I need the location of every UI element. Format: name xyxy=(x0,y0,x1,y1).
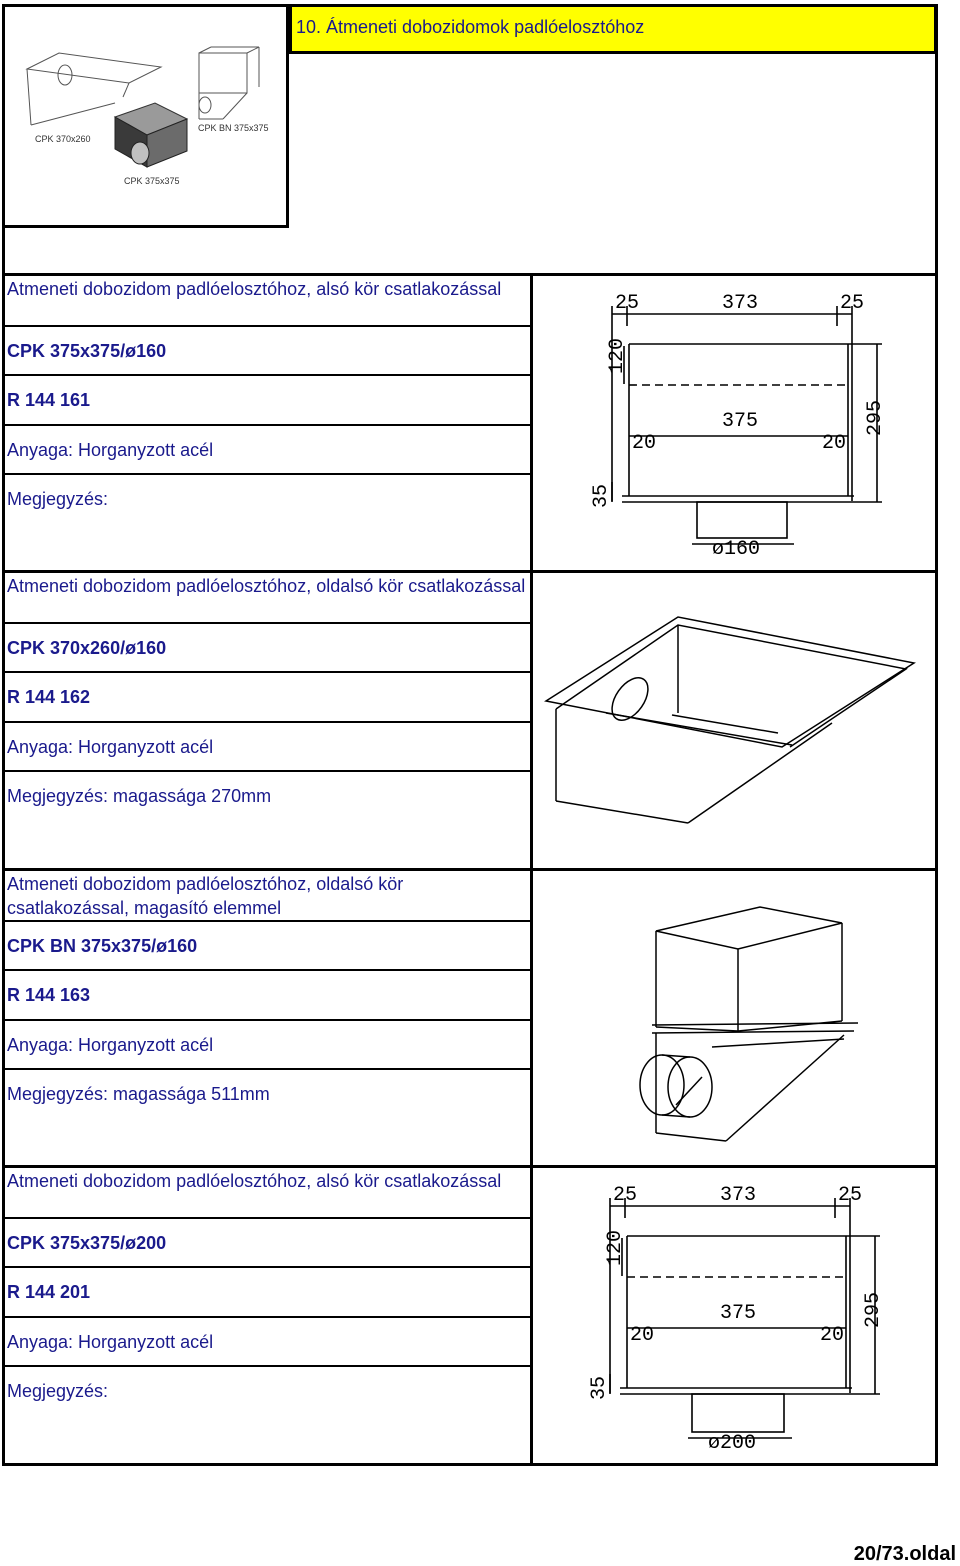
column-divider xyxy=(530,871,533,1165)
product-description: Atmeneti dobozidom padlóelosztóhoz, olda… xyxy=(2,871,530,922)
dim-width: 375 xyxy=(722,410,758,433)
dim-side-right: 20 xyxy=(822,432,846,455)
thumb-label-cpk-375x375: CPK 375x375 xyxy=(124,176,180,186)
dim-height: 295 xyxy=(864,400,887,436)
product-code: CPK 375x375/ø200 xyxy=(2,1219,530,1268)
column-divider xyxy=(530,276,533,570)
product-thumbnails: CPK 370x260 CPK BN 375x375 CPK 375x375 xyxy=(2,4,289,228)
dimension-drawing-bottom-outlet: 25 373 25 375 20 20 ø200 120 295 35 xyxy=(588,1184,885,1455)
page-number: 20/73.oldal xyxy=(853,1543,956,1565)
dim-mid: 373 xyxy=(722,292,758,315)
product-code: CPK 375x375/ø160 xyxy=(2,327,530,376)
dim-diameter: ø200 xyxy=(708,1432,756,1455)
dim-left: 25 xyxy=(615,292,639,315)
article-number: R 144 201 xyxy=(2,1268,530,1318)
material: Anyaga: Horganyzott acél xyxy=(2,723,530,772)
thumb-label-cpk-370x260: CPK 370x260 xyxy=(35,134,91,144)
article-number: R 144 162 xyxy=(2,673,530,723)
thumbnail-illustration xyxy=(25,46,260,168)
note: Megjegyzés: xyxy=(7,489,109,509)
isometric-drawing-side-outlet xyxy=(544,616,916,824)
note: Megjegyzés: xyxy=(7,1381,109,1401)
dim-right: 25 xyxy=(838,1184,862,1207)
dim-left: 25 xyxy=(613,1184,637,1207)
dimension-drawing-bottom-outlet: 25 373 25 375 20 20 ø160 120 295 35 xyxy=(590,292,887,561)
column-divider xyxy=(530,573,533,868)
dim-right: 25 xyxy=(840,292,864,315)
product-section-2: Atmeneti dobozidom padlóelosztóhoz, olda… xyxy=(2,570,938,868)
dim-side-right: 20 xyxy=(820,1324,844,1347)
product-section-4: Atmeneti dobozidom padlóelosztóhoz, alsó… xyxy=(2,1165,938,1463)
product-description: Atmeneti dobozidom padlóelosztóhoz, olda… xyxy=(2,573,530,624)
product-code: CPK BN 375x375/ø160 xyxy=(2,922,530,971)
product-section-3: Atmeneti dobozidom padlóelosztóhoz, olda… xyxy=(2,868,938,1165)
product-description: Atmeneti dobozidom padlóelosztóhoz, alsó… xyxy=(2,1168,530,1219)
article-number: R 144 161 xyxy=(2,376,530,426)
dim-diameter: ø160 xyxy=(712,538,760,561)
note: Megjegyzés: magassága 511mm xyxy=(7,1084,270,1104)
material: Anyaga: Horganyzott acél xyxy=(2,1318,530,1367)
dim-h1: 120 xyxy=(604,1230,627,1266)
dim-width: 375 xyxy=(720,1302,756,1325)
material: Anyaga: Horganyzott acél xyxy=(2,1021,530,1070)
dim-base: 35 xyxy=(590,484,613,508)
dim-base: 35 xyxy=(588,1376,611,1400)
product-section-1: Atmeneti dobozidom padlóelosztóhoz, alsó… xyxy=(2,273,938,570)
dim-h1: 120 xyxy=(606,338,629,374)
dim-side-left: 20 xyxy=(632,432,656,455)
product-code: CPK 370x260/ø160 xyxy=(2,624,530,673)
product-description: Atmeneti dobozidom padlóelosztóhoz, alsó… xyxy=(2,276,530,327)
note: Megjegyzés: magassága 270mm xyxy=(7,786,272,806)
dim-side-left: 20 xyxy=(630,1324,654,1347)
column-divider xyxy=(530,1168,533,1463)
section-title: 10. Átmeneti dobozidomok padlóelosztóhoz xyxy=(289,4,937,54)
isometric-drawing-with-extension xyxy=(639,906,859,1142)
material: Anyaga: Horganyzott acél xyxy=(2,426,530,475)
thumb-label-cpk-bn: CPK BN 375x375 xyxy=(198,123,269,133)
dim-height: 295 xyxy=(862,1292,885,1328)
article-number: R 144 163 xyxy=(2,971,530,1021)
dim-mid: 373 xyxy=(720,1184,756,1207)
